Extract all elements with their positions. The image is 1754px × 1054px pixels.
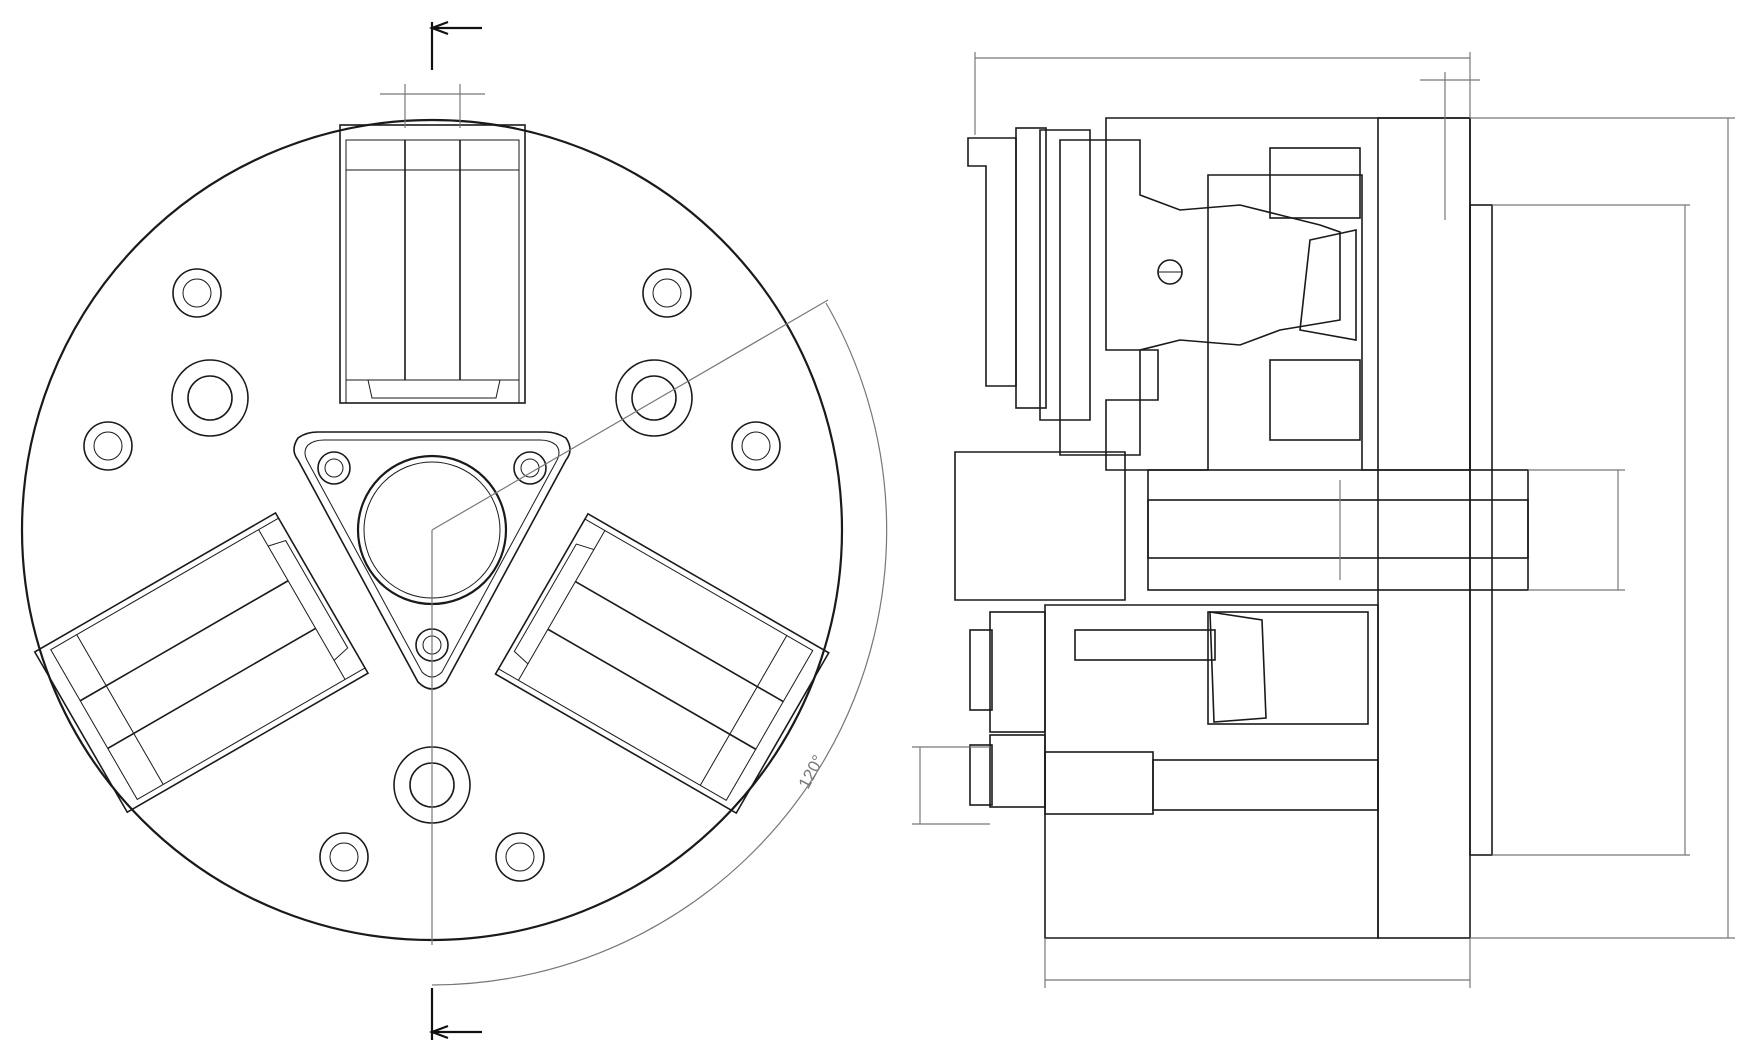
section-arrow-top bbox=[428, 20, 482, 70]
right-plate bbox=[1377, 117, 1471, 939]
front-view: 120° bbox=[20, 20, 888, 1040]
section-view bbox=[912, 52, 1735, 988]
upper-housing bbox=[1105, 117, 1471, 471]
plate-screw-right bbox=[513, 451, 547, 485]
upper-flange bbox=[1039, 129, 1091, 421]
plate-screw-left bbox=[317, 451, 351, 485]
jaw-lower-right bbox=[494, 512, 830, 815]
center-shaft bbox=[1147, 469, 1529, 591]
top-jaw-tnut bbox=[967, 137, 1017, 387]
jaw-top bbox=[339, 124, 526, 404]
angle-label: 120° bbox=[795, 752, 828, 792]
jaw-width-dimension bbox=[380, 84, 485, 128]
lower-housing bbox=[1044, 604, 1379, 939]
section-arrow-bottom bbox=[428, 988, 482, 1040]
shaft-collar bbox=[954, 451, 1126, 601]
jaw-lower-left bbox=[33, 511, 370, 814]
section-dimensions bbox=[912, 52, 1735, 988]
mounting-holes-small bbox=[83, 268, 781, 882]
lower-clamp-blocks bbox=[969, 611, 1046, 808]
upper-piston bbox=[1059, 139, 1341, 456]
